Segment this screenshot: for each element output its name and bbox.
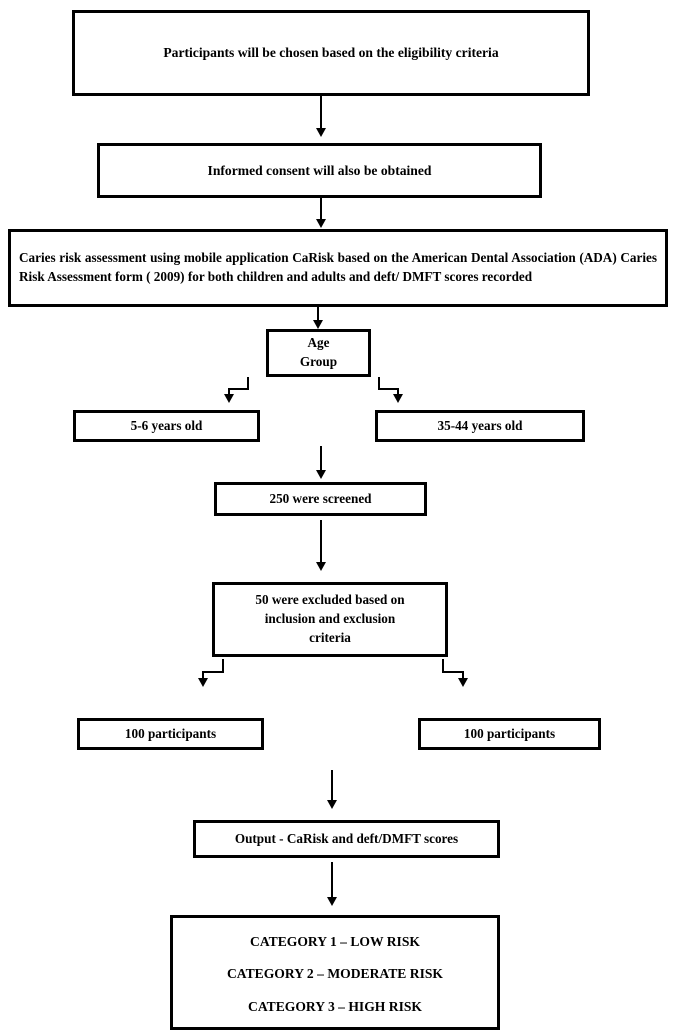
connector-line-vertical	[442, 659, 444, 673]
arrowhead-icon	[327, 897, 337, 906]
flow-node-age-group-line1: Age	[307, 335, 330, 351]
connector-line-vertical	[462, 671, 464, 680]
arrowhead-icon	[224, 394, 234, 403]
connector-line-vertical	[222, 659, 224, 673]
connector-line	[320, 446, 322, 472]
flow-node-participants-right: 100 participants	[418, 718, 601, 750]
arrowhead-icon	[316, 470, 326, 479]
flow-node-categories-line2: CATEGORY 2 – MODERATE RISK	[226, 966, 444, 982]
arrowhead-icon	[313, 320, 323, 329]
flow-node-categories: CATEGORY 1 – LOW RISK CATEGORY 2 – MODER…	[170, 915, 500, 1030]
arrowhead-icon	[316, 219, 326, 228]
connector-line-vertical	[247, 377, 249, 390]
flow-node-screened: 250 were screened	[214, 482, 427, 516]
flow-node-excluded-line1: 50 were excluded based on	[255, 592, 405, 608]
flow-node-assessment-label: Caries risk assessment using mobile appl…	[19, 250, 657, 284]
connector-line-vertical	[202, 671, 204, 680]
flow-node-excluded-line2: inclusion and exclusion	[264, 611, 396, 627]
flow-node-consent: Informed consent will also be obtained	[97, 143, 542, 198]
flow-node-screened-label: 250 were screened	[269, 490, 372, 506]
connector-line-horizontal	[442, 671, 464, 673]
flow-node-categories-line1: CATEGORY 1 – LOW RISK	[250, 934, 420, 949]
flow-node-age-children: 5-6 years old	[73, 410, 260, 442]
arrowhead-icon	[458, 678, 468, 687]
flow-node-participants-left-label: 100 participants	[124, 725, 217, 741]
flow-node-eligibility-label: Participants will be chosen based on the…	[163, 45, 499, 61]
connector-line	[331, 770, 333, 802]
arrowhead-icon	[316, 562, 326, 571]
flow-node-age-adults: 35-44 years old	[375, 410, 585, 442]
flow-node-output-label: Output - CaRisk and deft/DMFT scores	[234, 830, 459, 846]
connector-line-vertical	[397, 388, 399, 396]
flow-node-participants-right-label: 100 participants	[463, 725, 556, 741]
connector-line	[331, 862, 333, 900]
flow-node-excluded: 50 were excluded based on inclusion and …	[212, 582, 448, 657]
connector-line-horizontal	[378, 388, 399, 390]
flow-node-output: Output - CaRisk and deft/DMFT scores	[193, 820, 500, 858]
connector-line-horizontal	[228, 388, 249, 390]
flow-node-age-group: Age Group	[266, 329, 371, 377]
arrowhead-icon	[316, 128, 326, 137]
connector-line	[317, 307, 319, 323]
arrowhead-icon	[393, 394, 403, 403]
connector-line	[320, 96, 322, 130]
flow-node-participants-left: 100 participants	[77, 718, 264, 750]
flow-node-consent-label: Informed consent will also be obtained	[207, 162, 432, 178]
connector-line-horizontal	[202, 671, 224, 673]
arrowhead-icon	[198, 678, 208, 687]
flow-node-eligibility: Participants will be chosen based on the…	[72, 10, 590, 96]
connector-line	[320, 198, 322, 222]
connector-line-vertical	[228, 388, 230, 396]
flow-node-categories-line3: CATEGORY 3 – HIGH RISK	[248, 998, 422, 1014]
connector-line-vertical	[378, 377, 380, 390]
flow-node-age-adults-label: 35-44 years old	[437, 417, 523, 433]
arrowhead-icon	[327, 800, 337, 809]
flow-node-age-children-label: 5-6 years old	[130, 417, 203, 433]
flow-node-age-group-line2: Group	[299, 354, 338, 369]
connector-line	[320, 520, 322, 564]
flow-node-assessment: Caries risk assessment using mobile appl…	[8, 229, 668, 307]
flow-node-excluded-line3: criteria	[309, 629, 351, 645]
